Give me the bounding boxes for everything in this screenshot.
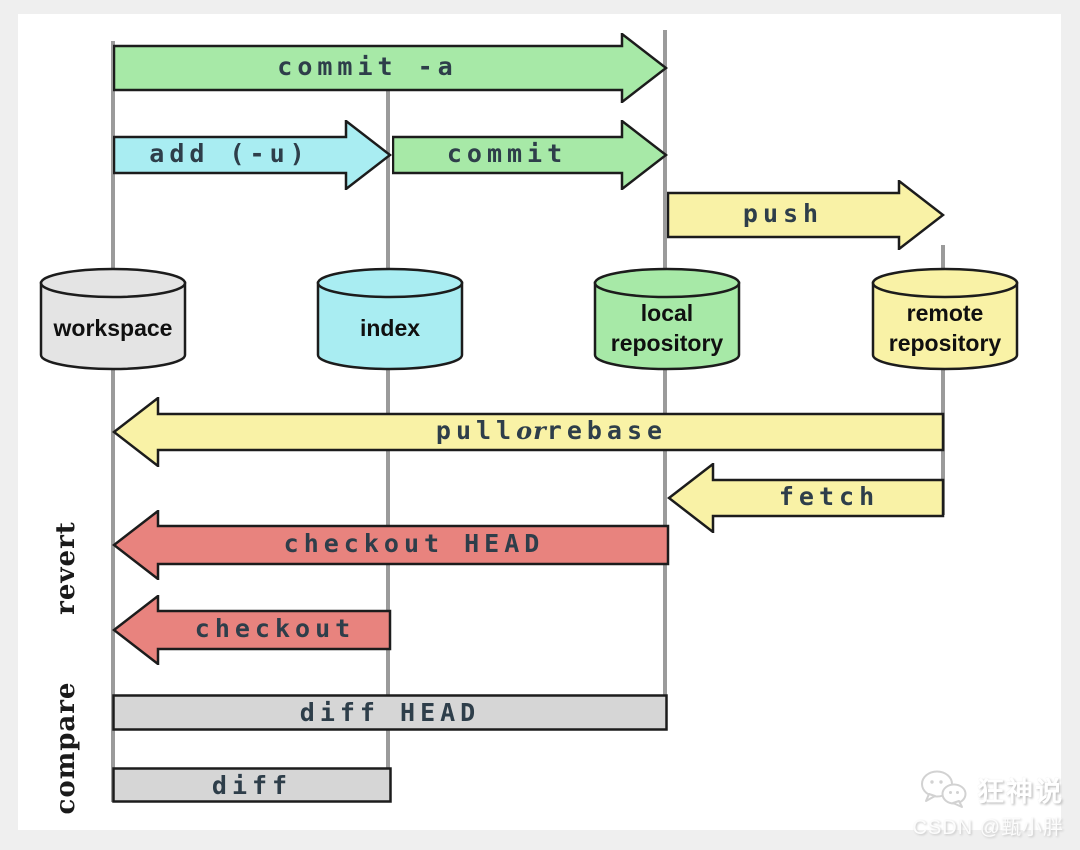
right-arrow-shape <box>113 33 668 103</box>
watermark-credit: CSDN @甄小胖 <box>912 817 1064 839</box>
bar-shape <box>112 767 392 803</box>
watermark-brand: 狂神说 <box>977 776 1064 807</box>
bar-shape <box>112 694 668 731</box>
cylinder-shape <box>871 267 1019 371</box>
index-label: index <box>359 315 421 341</box>
local-repository-lifeline <box>663 30 667 730</box>
compare-section-label: compare <box>51 681 81 815</box>
commit-arrow: commit <box>392 120 668 190</box>
checkout-label: checkout <box>194 614 356 643</box>
left-arrow-shape <box>112 397 945 467</box>
fetch-arrow: fetch <box>667 463 945 533</box>
remote-repository-cylinder: remote repository <box>870 266 1020 372</box>
local-repository-cylinder: local repository <box>592 266 742 372</box>
right-arrow-shape <box>667 180 945 250</box>
left-arrow-shape <box>667 463 945 533</box>
local-repository-label: local repository <box>610 300 724 356</box>
diff-head-bar: diff HEAD <box>112 694 668 731</box>
remote-repository-lifeline <box>941 245 945 515</box>
add-u-label: add (-u) <box>149 139 310 168</box>
workspace-label: workspace <box>53 315 173 341</box>
commit-a-arrow: commit -a <box>113 33 668 103</box>
watermark: 狂神说 CSDN @甄小胖 <box>912 769 1064 840</box>
chat-bubbles-icon <box>919 769 969 809</box>
commit-a-label: commit -a <box>277 52 458 81</box>
or-text: or <box>516 416 547 445</box>
diff-bar: diff <box>112 767 392 803</box>
push-arrow: push <box>667 180 945 250</box>
left-arrow-shape <box>112 595 392 665</box>
cylinder-shape <box>39 267 187 371</box>
right-arrow-shape <box>392 120 668 190</box>
checkout-head-label: checkout HEAD <box>283 529 545 558</box>
workspace-lifeline <box>111 41 115 802</box>
checkout-head-arrow: checkout HEAD <box>112 510 670 580</box>
cylinder-shape <box>593 267 741 371</box>
pull-or-rebase-label: pullorrebase <box>158 397 945 465</box>
workspace-cylinder: workspace <box>38 266 188 372</box>
diff-head-label: diff HEAD <box>299 698 481 727</box>
pull-or-rebase-arrow: pullorrebase <box>112 397 945 467</box>
remote-repository-label: remote repository <box>888 300 1002 356</box>
rebase-text: rebase <box>546 416 668 445</box>
checkout-arrow: checkout <box>112 595 392 665</box>
push-label: push <box>742 199 824 228</box>
commit-label: commit <box>446 139 568 168</box>
fetch-label: fetch <box>778 482 880 511</box>
left-arrow-shape <box>112 510 670 580</box>
diff-label: diff <box>211 770 293 800</box>
add-u-arrow: add (-u) <box>113 120 392 190</box>
index-cylinder: index <box>315 266 465 372</box>
pull-text: pull <box>435 416 517 445</box>
right-arrow-shape <box>113 120 392 190</box>
revert-section-label: revert <box>51 521 81 615</box>
cylinder-shape <box>316 267 464 371</box>
